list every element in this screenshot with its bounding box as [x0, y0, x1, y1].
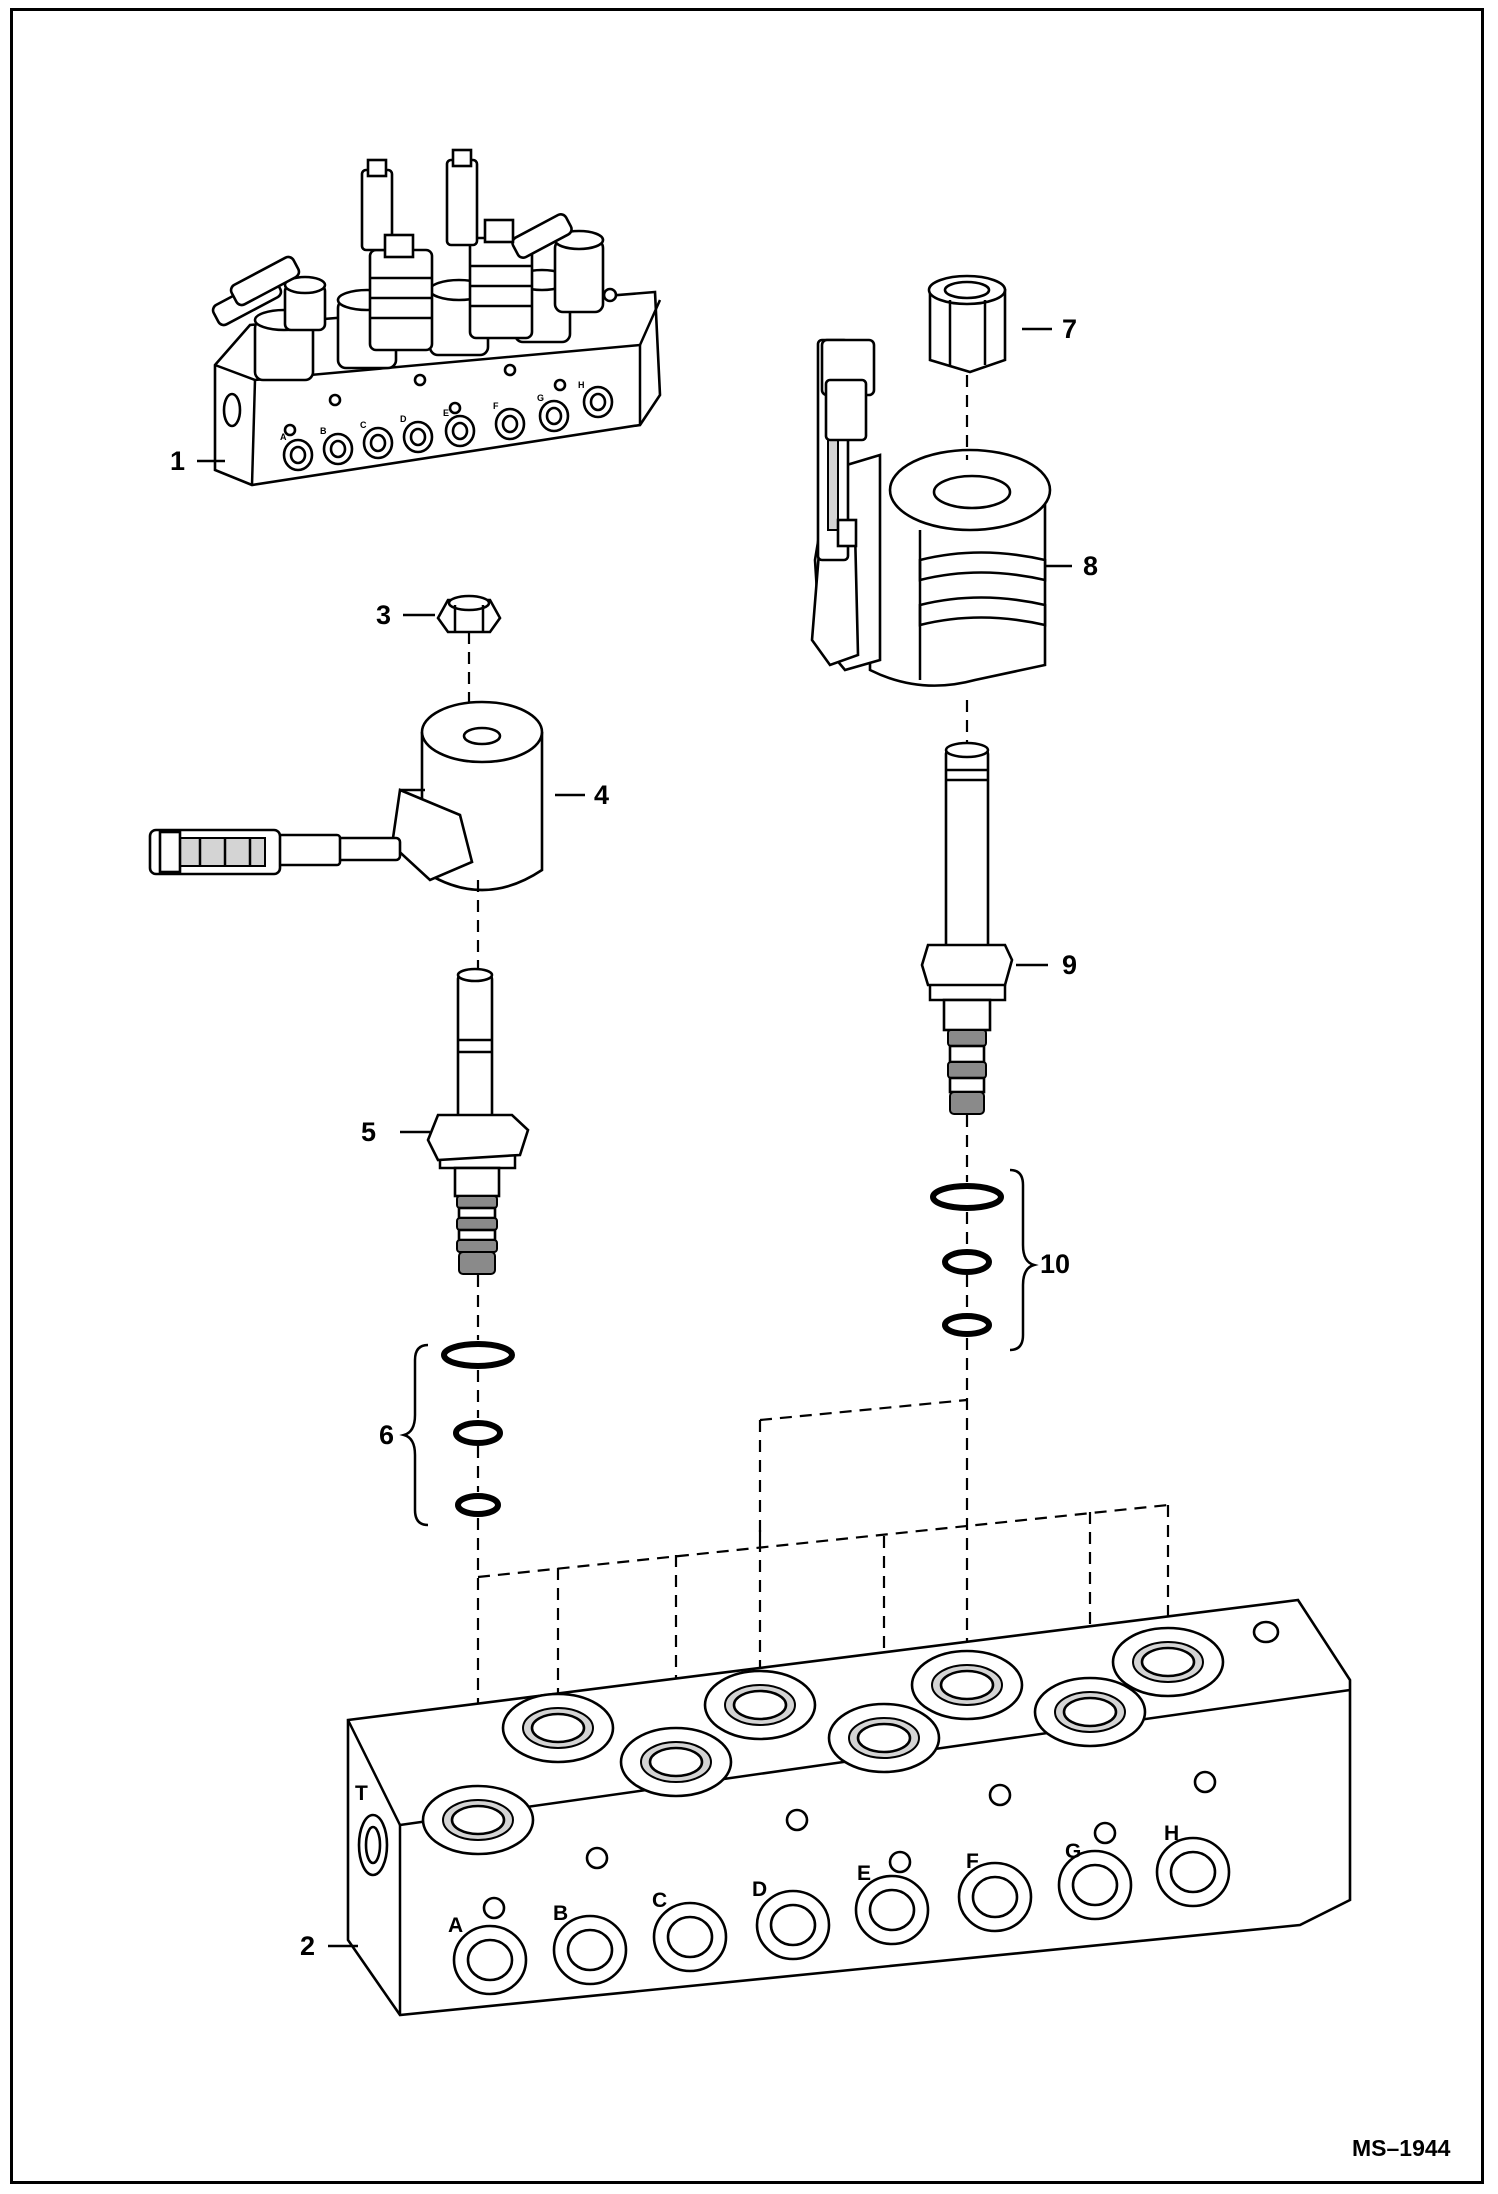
figure-reference-code: MS–1944 [1352, 2135, 1451, 2161]
thumbnail-ports [222, 287, 618, 472]
svg-text:C: C [652, 1889, 667, 1912]
svg-text:A: A [280, 432, 287, 442]
svg-text:C: C [360, 420, 367, 430]
svg-text:E: E [443, 408, 449, 418]
cartridge-5-threads [456, 1195, 498, 1275]
svg-text:B: B [320, 426, 327, 436]
callout-10: 10 [1040, 1249, 1070, 1279]
ribbed-coil-part-8 [810, 338, 1052, 687]
svg-text:T: T [355, 1782, 368, 1805]
svg-text:B: B [553, 1902, 568, 1925]
o-ring-set-part-6 [441, 1341, 515, 1517]
brace-part-6 [399, 1343, 429, 1527]
svg-text:G: G [537, 393, 544, 403]
svg-text:H: H [578, 380, 585, 390]
manifold-block-part-2: A B C D E F G H T [346, 1598, 1352, 2017]
solenoid-coil-part-4 [148, 700, 544, 892]
manifold-top-ports [421, 1620, 1280, 1856]
svg-text:D: D [752, 1878, 767, 1901]
svg-text:G: G [1065, 1840, 1081, 1863]
callout-7: 7 [1062, 314, 1077, 344]
thumbnail-coils [211, 148, 605, 382]
callout-5: 5 [361, 1117, 376, 1147]
cartridge-valve-part-9 [920, 741, 1014, 1115]
svg-text:E: E [857, 1862, 871, 1885]
callout-1: 1 [170, 446, 185, 476]
svg-text:H: H [1164, 1822, 1179, 1845]
callout-leaders [197, 327, 1072, 1948]
callout-9: 9 [1062, 950, 1077, 980]
manifold-front-ports [357, 1813, 1231, 1996]
assembly-centerlines [467, 375, 1170, 1810]
svg-text:A: A [448, 1914, 463, 1937]
svg-text:F: F [966, 1850, 979, 1873]
thumbnail-port-letters: A B C D E F G H [280, 380, 585, 442]
callout-8: 8 [1083, 551, 1098, 581]
svg-text:F: F [493, 401, 499, 411]
cartridge-9-threads [947, 1029, 987, 1115]
o-ring-set-part-10 [930, 1183, 1004, 1337]
callout-2: 2 [300, 1931, 315, 1961]
hex-nut-part-7 [927, 274, 1007, 374]
callout-4: 4 [594, 780, 609, 810]
svg-text:D: D [400, 414, 407, 424]
assembled-manifold-thumbnail: A B C D E F G H [211, 148, 662, 487]
manifold-port-letters: A B C D E F G H T [355, 1782, 1179, 1937]
nut-part-3 [436, 594, 502, 634]
brace-part-10 [1009, 1168, 1039, 1352]
figure-border [10, 8, 1484, 2184]
callout-6: 6 [379, 1420, 394, 1450]
manifold-small-holes [482, 1770, 1217, 1920]
cartridge-valve-part-5 [426, 967, 530, 1275]
callout-3: 3 [376, 600, 391, 630]
